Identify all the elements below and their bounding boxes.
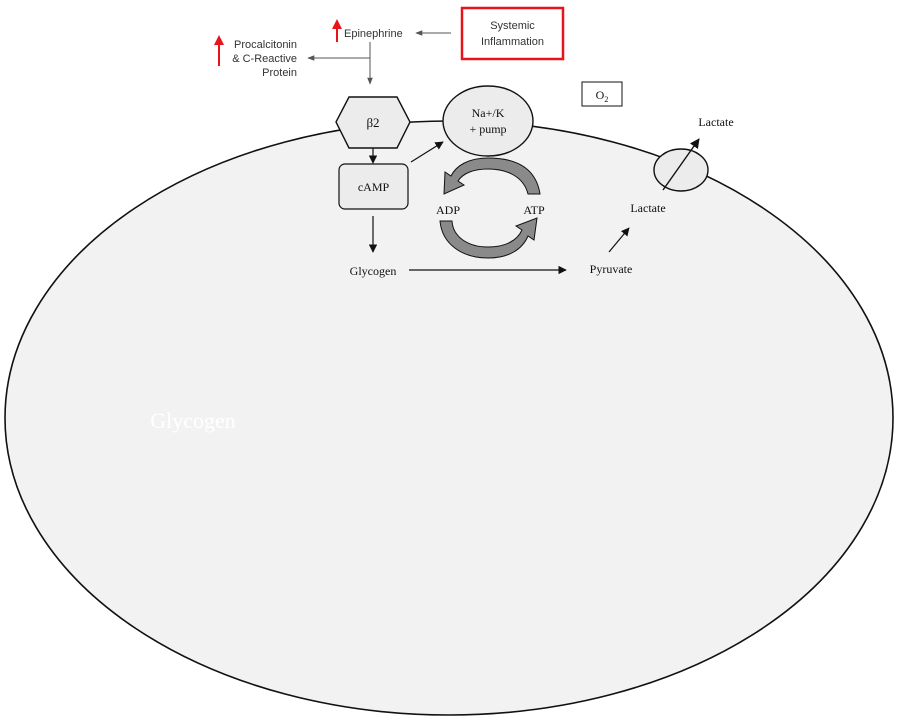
atp-label: ATP [523,203,545,217]
arrow-lactate-export [662,138,700,191]
na-k-pump-label-line1: Na+/K [472,106,505,120]
epinephrine-label: Epinephrine [344,28,403,40]
na-k-pump-label-line2: + pump [469,122,506,136]
glycogen-label: Glycogen [350,264,397,278]
systemic-inflammation-label-line1: Systemic [490,20,535,32]
oxygen-box [581,81,623,107]
oxygen-subscript: 2 [604,95,608,104]
procalcitonin-label-line1: Procalcitonin [234,39,297,51]
circular-arrows-icon [439,157,541,259]
arrow-epinephrine-to-procalcitonin [307,42,371,61]
beta2-label: β2 [366,115,379,130]
lactate-inside-label: Lactate [630,201,665,215]
camp-box [338,163,409,210]
systemic-inflammation-box [460,6,565,61]
lactate-outside-label: Lactate [698,115,733,129]
na-k-pump [442,85,534,157]
pyruvate-label: Pyruvate [590,262,633,276]
adp-label: ADP [436,203,460,217]
beta2-receptor [335,96,411,149]
oxygen-label: O2 [596,88,609,104]
glycogen-watermark: Glycogen [150,408,236,433]
procalcitonin-label-line3: Protein [262,67,297,79]
procalcitonin-label-line2: & C-Reactive [232,53,297,65]
lactate-transporter [653,148,709,192]
arrow-camp-to-pump [410,141,444,163]
arrow-pyruvate-to-lactate [608,227,630,253]
camp-label: cAMP [358,180,390,194]
systemic-inflammation-label-line2: Inflammation [481,36,544,48]
